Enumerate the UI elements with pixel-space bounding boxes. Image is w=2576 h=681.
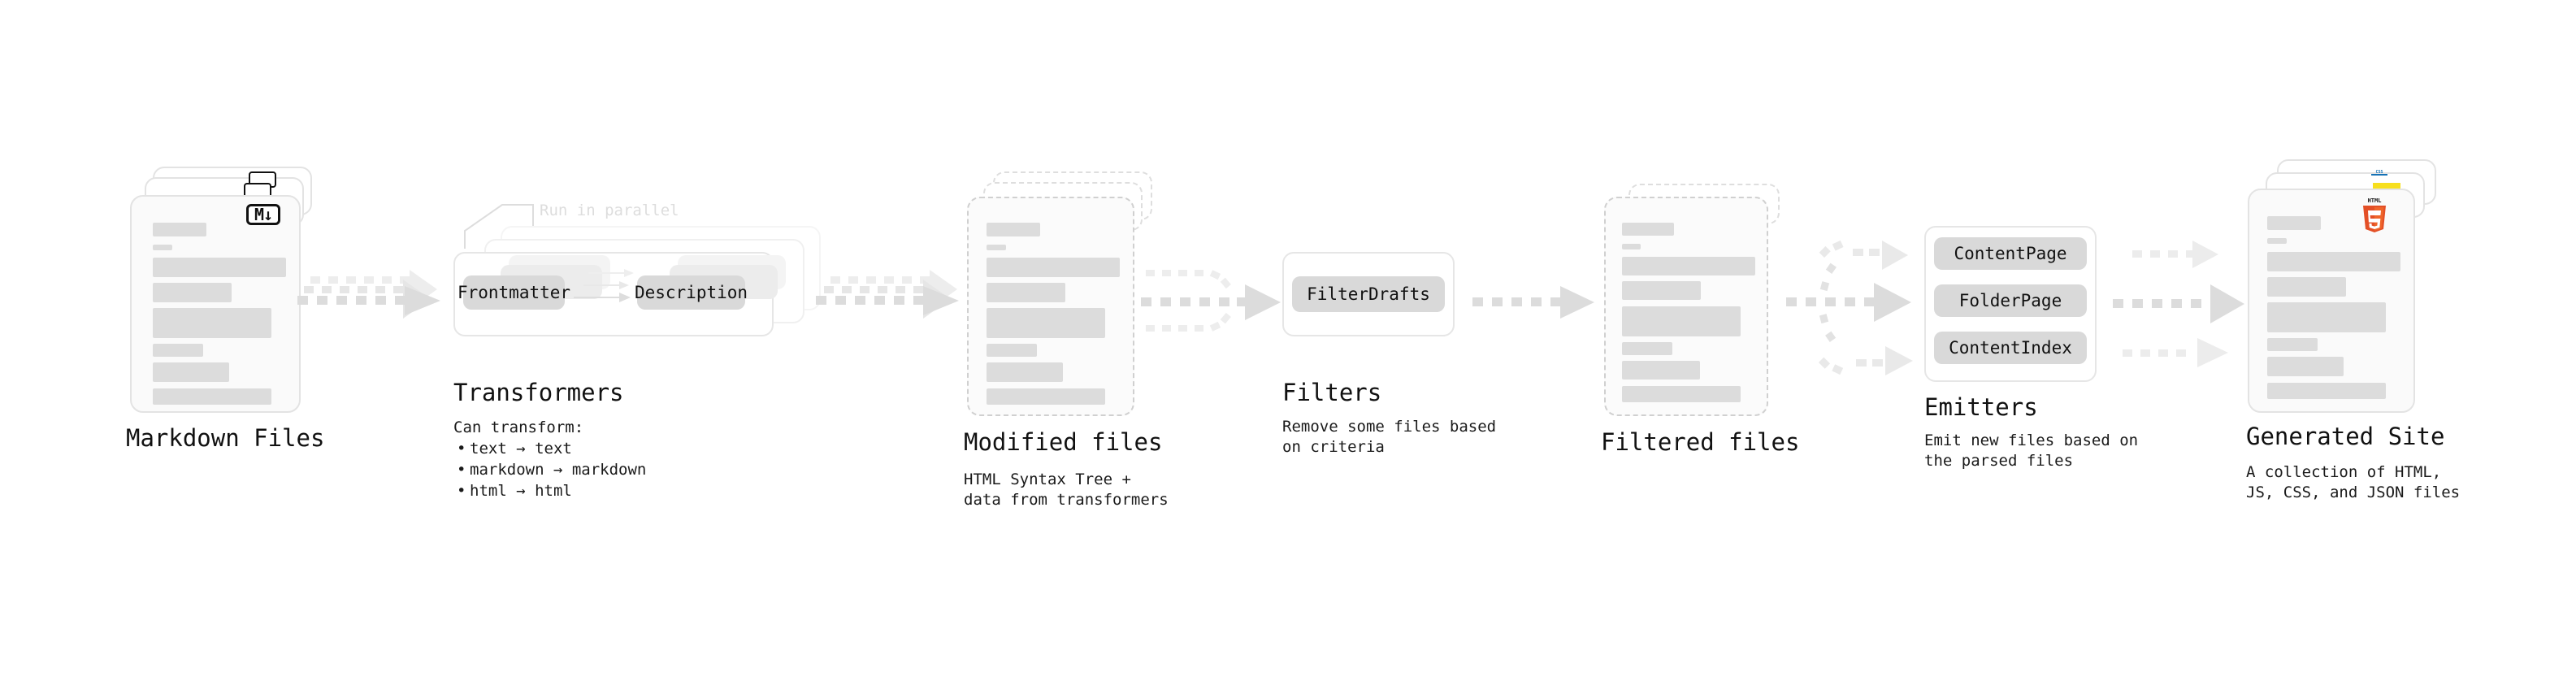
arrow-emitters-to-site [2113,241,2244,367]
doc-line-2 [153,283,232,302]
doc-line-6 [2267,383,2386,399]
doc-line-sub [1622,244,1641,249]
description-chip[interactable]: Description [635,275,748,310]
doc-line-6 [987,388,1105,405]
run-in-parallel-label: Run in parallel [540,202,679,219]
doc-line-4 [1622,342,1672,355]
doc-line-heading [2267,216,2321,230]
content-page-chip[interactable]: ContentPage [1934,237,2087,270]
transformers-inner-arrows [574,269,634,302]
doc-line-3 [2267,302,2386,332]
doc-line-heading [153,223,206,236]
arrow-modified-to-filters [1141,270,1281,332]
stage-title-filters: Filters [1282,379,1382,406]
doc-line-4 [153,344,203,357]
run-in-parallel-bracket [464,204,534,249]
doc-line-sub [153,245,172,250]
arrow-transformers-to-modified [816,270,959,319]
doc-line-2 [2267,277,2346,297]
doc-line-2 [987,283,1065,302]
doc-line-3 [153,308,271,338]
doc-line-4 [987,344,1037,357]
doc-line-heading [1622,223,1674,236]
arrow-filtered-to-emitters [1786,240,1913,375]
stage-title-transformers: Transformers [453,379,624,406]
stage-title-emitters: Emitters [1924,393,2038,421]
stage-title-markdown-files: Markdown Files [126,424,325,452]
frontmatter-chip[interactable]: Frontmatter [458,275,570,310]
html5-badge: HTML [2358,195,2391,232]
can-transform-lead: Can transform: [453,419,584,436]
css3-badge: CSS [2370,166,2389,176]
doc-line-sub [987,245,1006,250]
doc-line-heading [987,223,1040,236]
filters-description: Remove some files based on criteria [1282,418,1497,456]
doc-line-1 [987,258,1120,277]
transform-item-html: html → html [457,480,646,501]
doc-line-sub [2267,238,2287,244]
content-index-chip[interactable]: ContentIndex [1934,332,2087,364]
doc-line-4 [2267,338,2318,351]
stage-title-generated-site: Generated Site [2246,423,2445,450]
doc-line-3 [987,308,1105,338]
markdown-file-sheet-front [130,195,301,413]
doc-line-5 [987,362,1063,382]
doc-line-6 [1622,386,1741,402]
doc-line-3 [1622,306,1741,336]
stage-title-filtered-files: Filtered files [1601,428,1800,456]
svg-text:CSS: CSS [2375,170,2383,175]
stage-title-modified-files: Modified files [964,428,1163,456]
generated-site-description: A collection of HTML, JS, CSS, and JSON … [2246,463,2461,501]
filtered-file-sheet-front [1604,197,1768,416]
doc-line-5 [1622,361,1700,380]
filter-drafts-chip[interactable]: FilterDrafts [1292,276,1445,312]
modified-files-description: HTML Syntax Tree + data from transformer… [964,471,1169,509]
transform-item-text: text → text [457,438,646,459]
markdown-badge-front: M↓ [246,204,280,225]
svg-text:HTML: HTML [2368,197,2382,204]
doc-line-5 [153,362,229,382]
doc-line-1 [1622,257,1755,275]
doc-line-6 [153,388,271,405]
doc-line-5 [2267,357,2344,376]
arrow-filters-to-filtered [1472,286,1594,319]
folder-page-chip[interactable]: FolderPage [1934,284,2087,317]
transform-item-markdown: markdown → markdown [457,459,646,480]
emitters-description: Emit new files based on the parsed files [1924,432,2139,470]
doc-line-1 [153,258,286,277]
transform-list: text → text markdown → markdown html → h… [453,438,646,501]
arrow-markdown-to-transformers [297,270,440,319]
doc-line-1 [2267,252,2400,271]
modified-file-sheet-front [967,197,1134,416]
transformers-description: Can transform: text → text markdown → ma… [453,417,646,501]
site-file-sheet-front [2248,189,2415,413]
doc-line-2 [1622,281,1701,300]
